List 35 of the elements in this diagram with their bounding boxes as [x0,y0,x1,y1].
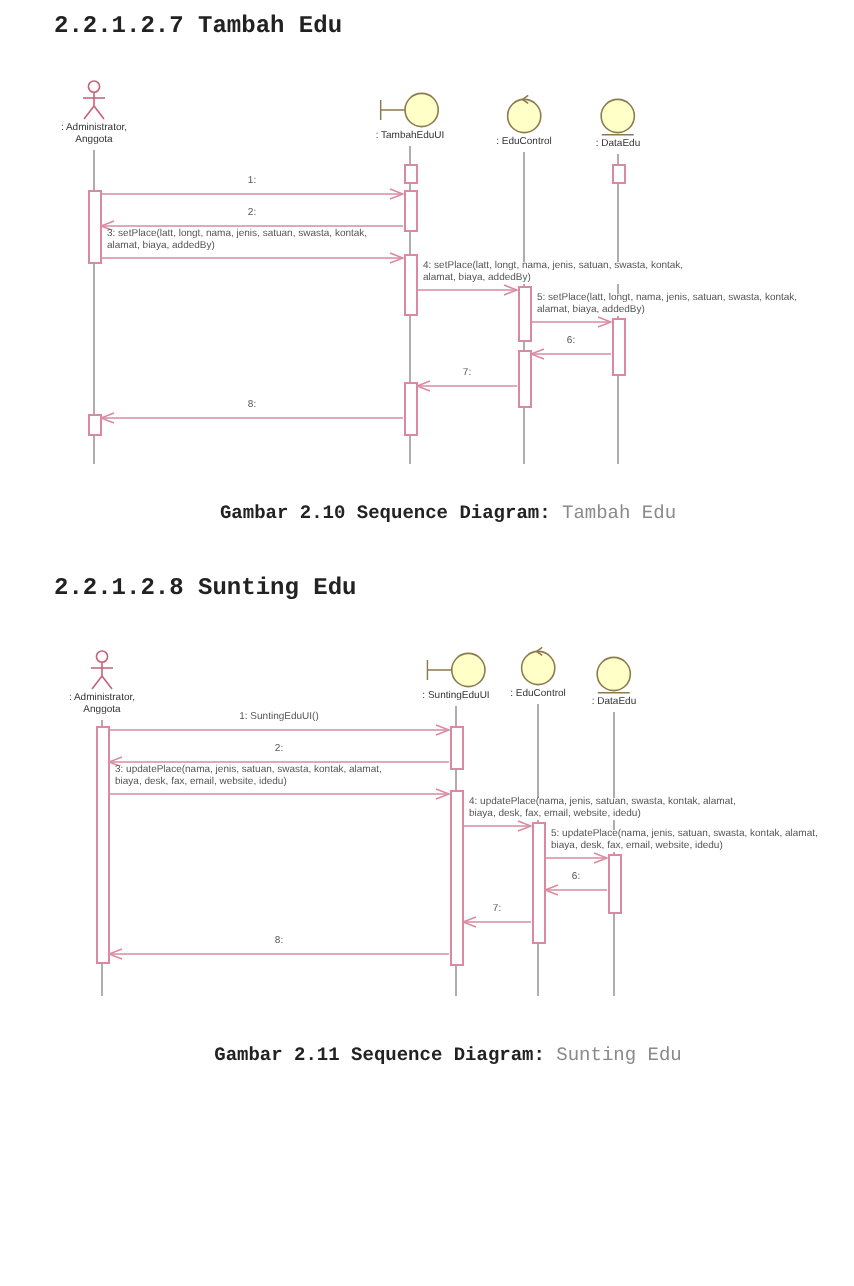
activation-bar [517,286,531,342]
message-arrow [544,852,608,864]
activation-bar [531,822,545,944]
activation-bar [611,318,625,376]
message-arrow [530,348,612,360]
message-arrow [108,948,450,960]
message-arrow [544,884,608,896]
activation-bar [87,190,101,264]
activation-bar [403,190,417,232]
section-heading: 2.2.1.2.8 Sunting Edu [54,574,357,602]
activation-bar [449,726,463,770]
message-arrow [100,220,404,232]
message-arrow [100,188,404,200]
message-arrow [530,316,612,328]
figure-caption: Gambar 2.10 Sequence Diagram: Tambah Edu [219,502,677,524]
message-arrow [462,820,532,832]
message-arrow [108,788,450,800]
message-arrow [108,724,450,736]
message-arrow [100,252,404,264]
activation-bar [611,164,625,184]
activation-bar [87,414,101,436]
message-arrow [416,380,518,392]
activation-bar [449,790,463,966]
figure-caption: Gambar 2.11 Sequence Diagram: Sunting Edu [214,1044,682,1066]
activation-bar [517,350,531,408]
message-arrow [108,756,450,768]
activation-bar [403,382,417,436]
activation-bar [95,726,109,964]
message-arrow [100,412,404,424]
activation-bar [403,254,417,316]
activation-bar [403,164,417,184]
activation-bar [607,854,621,914]
section-heading: 2.2.1.2.7 Tambah Edu [54,12,343,40]
message-arrow [462,916,532,928]
message-arrow [416,284,518,296]
